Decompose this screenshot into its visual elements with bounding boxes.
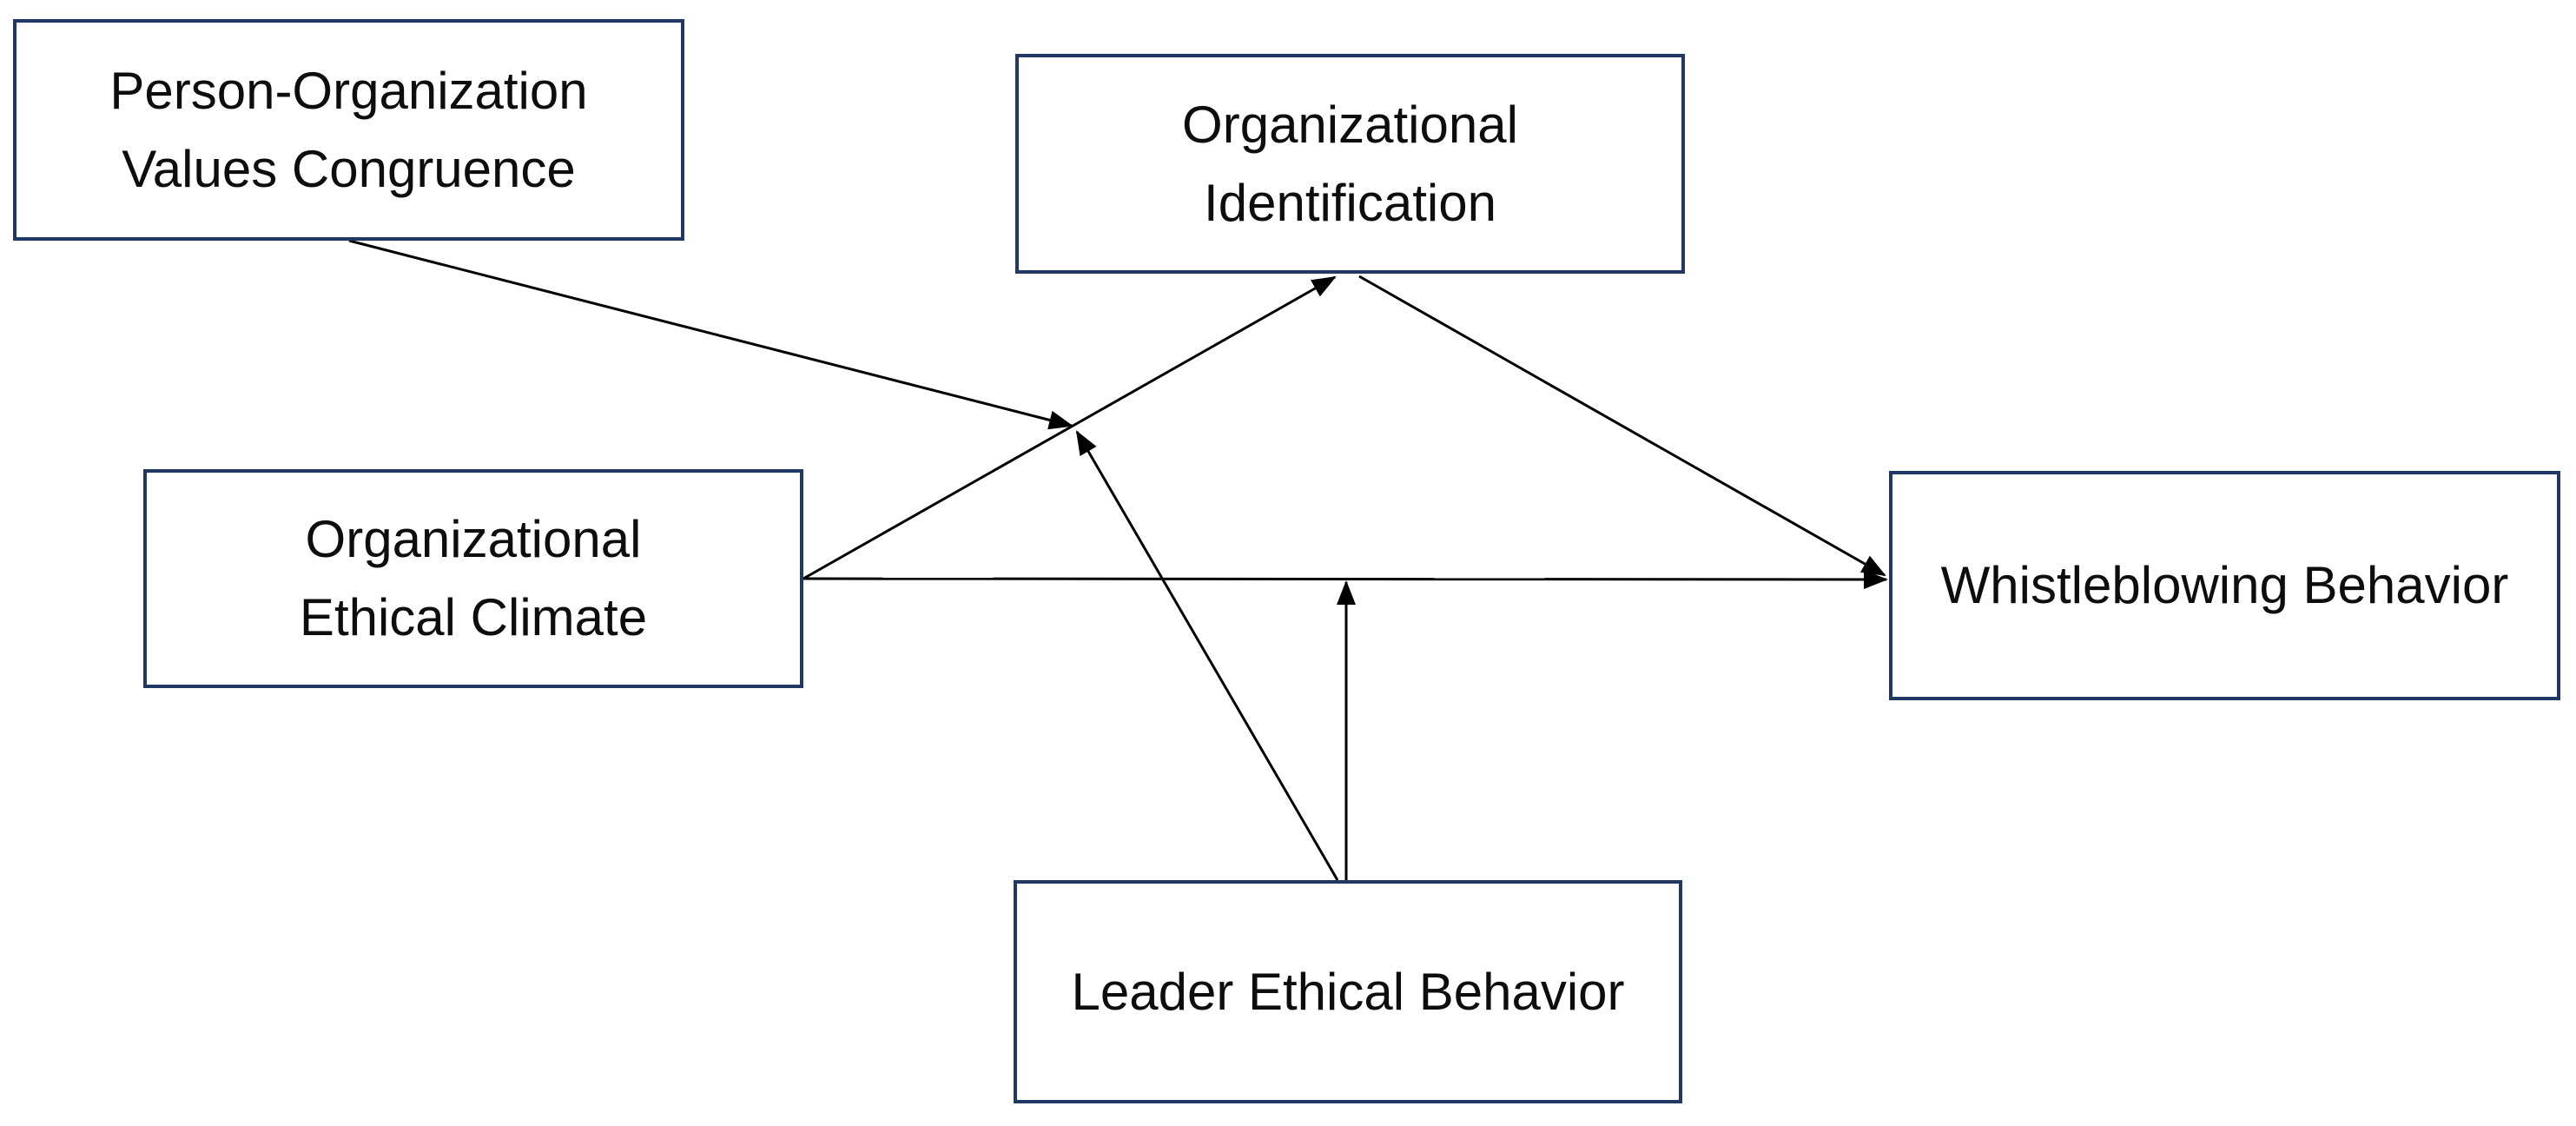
node-label-line: Leader Ethical Behavior — [1071, 962, 1625, 1021]
node-organizational-ethical-climate: Organizational Ethical Climate — [143, 469, 803, 688]
arrow-povc-to-oec-oi-path — [348, 239, 1073, 430]
node-label-line: Values Congruence — [122, 139, 576, 198]
node-label-line: Person-Organization — [109, 61, 588, 120]
node-label-line: Whistleblowing Behavior — [1940, 556, 2509, 614]
node-person-organization-values-congruence: Person-Organization Values Congruence — [13, 19, 684, 241]
node-whistleblowing-behavior: Whistleblowing Behavior — [1889, 471, 2560, 700]
arrow-oec-to-wb — [803, 569, 1888, 589]
node-label-line: Organizational — [1182, 95, 1518, 154]
node-organizational-identification: Organizational Identification — [1015, 54, 1685, 274]
node-label-line: Ethical Climate — [299, 588, 648, 646]
node-leader-ethical-behavior: Leader Ethical Behavior — [1014, 880, 1682, 1103]
arrow-oi-to-wb — [1358, 275, 1886, 577]
node-label-line: Organizational — [305, 510, 642, 568]
arrow-oec-to-oi — [803, 275, 1337, 580]
node-label-line: Identification — [1204, 173, 1496, 232]
arrow-leb-to-oec-oi-path — [1075, 430, 1339, 881]
